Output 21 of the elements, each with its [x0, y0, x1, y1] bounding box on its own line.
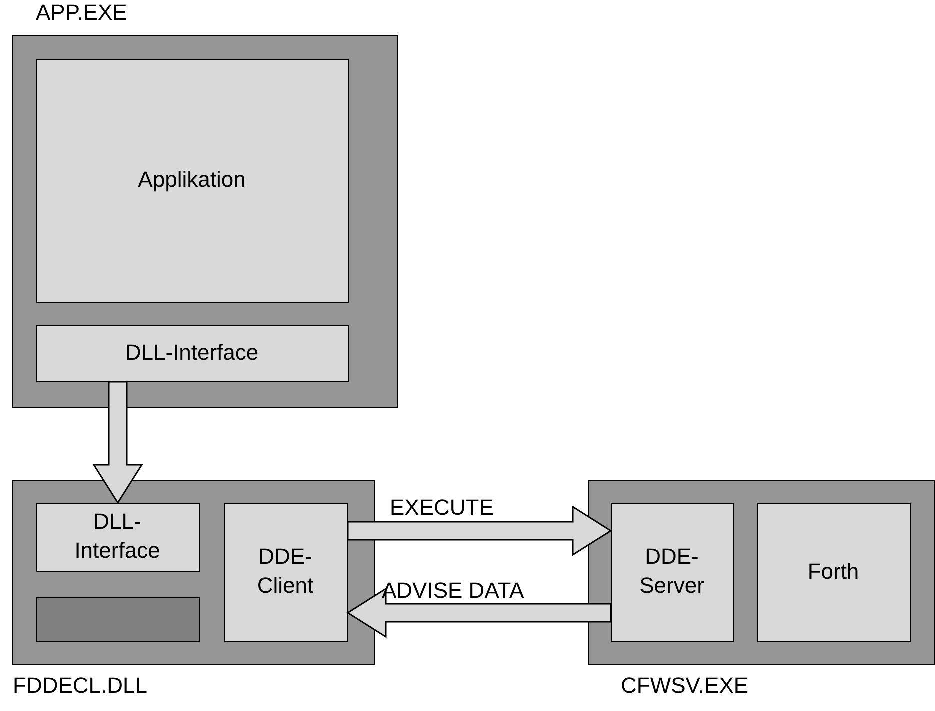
block-arrow — [92, 381, 144, 504]
component-box — [36, 324, 348, 382]
module-label: CFWSV.EXE — [621, 673, 749, 699]
component-box — [610, 502, 734, 642]
component-box — [36, 58, 348, 302]
component-label: Applikation — [138, 166, 246, 194]
block-arrow — [347, 506, 612, 556]
edge-label: EXECUTE — [390, 495, 494, 521]
edge-label: ADVISE DATA — [382, 578, 524, 604]
component-box — [36, 502, 200, 572]
component-label: Forth — [808, 558, 860, 586]
component-box — [756, 502, 910, 642]
component-label: DLL-Interface — [125, 338, 259, 367]
component-box — [224, 502, 348, 642]
module-label: FDDECL.DLL — [13, 673, 148, 699]
component-label: DDE- Client — [256, 543, 315, 600]
empty-box — [36, 596, 200, 642]
component-label: DLL- Interface — [74, 508, 162, 565]
component-label: DDE- Server — [638, 543, 706, 600]
block-arrow — [346, 588, 612, 638]
module-label: APP.EXE — [36, 0, 128, 26]
